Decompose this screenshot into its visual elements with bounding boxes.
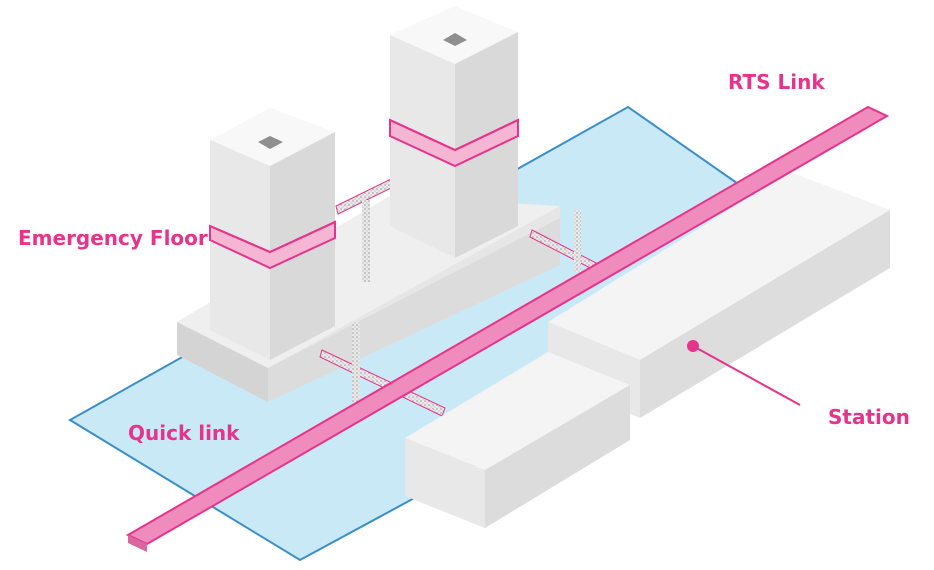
label-station: Station [828, 405, 910, 429]
tower-left [210, 108, 335, 360]
emergency-floor-bands [209, 118, 519, 270]
station-lower-block [405, 352, 630, 528]
label-quick-link: Quick link [128, 421, 240, 445]
label-rts-link: RTS Link [728, 70, 825, 94]
rts-link-beam [125, 105, 890, 552]
label-emergency-floor: Emergency Floor [18, 226, 208, 250]
station-leader-dot [687, 340, 699, 352]
station-leader-line [692, 345, 801, 406]
